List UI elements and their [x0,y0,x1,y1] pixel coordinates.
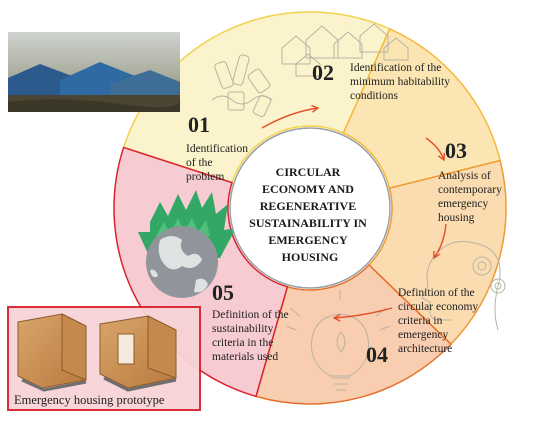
step-label-line: emergency [398,329,448,341]
ring-segment-02 [342,27,502,190]
step-number: 01 [188,112,210,137]
ring-segment-04 [255,263,453,405]
plastic-waste-sketch [211,54,273,118]
step-03: 03 Analysis of contemporary emergency ho… [438,138,506,224]
center-title: CIRCULAR ECONOMY AND REGENERATIVE SUSTAI… [249,163,371,264]
step-label-line: architecture [398,343,452,355]
center-circle [229,127,391,289]
center-title-line: CIRCULAR [276,165,341,179]
step-label-line: emergency [438,198,488,210]
step-number: 02 [312,60,334,85]
step-label-line: Definition of the [212,309,289,321]
flow-arrows [261,104,447,322]
arrow-01-02 [261,107,319,129]
step-label: Definition of the circular economy crite… [398,283,482,355]
step-label-line: circular economy [398,301,478,313]
step-label-line: Identification [186,143,248,155]
arrow-03-04 [433,223,447,259]
step-label: Definition of the sustainability criteri… [212,305,293,363]
step-label: Analysis of contemporary emergency housi… [438,166,506,224]
step-label-line: contemporary [438,184,502,196]
lightbulb-sketch [285,290,391,391]
step-label: Identification of the minimum habitabili… [350,58,454,102]
center-title-line: ECONOMY AND [262,182,354,196]
step-04: 04 Definition of the circular economy cr… [366,283,482,367]
arrow-head [433,250,441,260]
step-label-line: minimum habitability [350,76,450,88]
step-label-line: criteria in the [212,337,273,349]
step-label-line: housing [438,212,475,224]
arrow-head [311,104,320,113]
earth-globe-icon [146,226,218,298]
step-01: 01 Identification of the problem [186,112,252,183]
arrow-head [332,313,341,322]
step-label-line: Definition of the [398,287,475,299]
step-label-line: conditions [350,90,398,102]
arrow-02-03 [425,137,445,161]
center-title-line: SUSTAINABILITY IN [249,216,367,230]
prototype-caption: Emergency housing prototype [14,393,165,407]
step-number: 05 [212,280,234,305]
center-title-line: EMERGENCY [268,233,348,247]
step-05: 05 Definition of the sustainability crit… [212,280,293,363]
step-label: Identification of the problem [186,139,252,183]
tents-photo [8,32,180,112]
step-number: 04 [366,342,388,367]
head-gears-sketch [421,241,506,331]
step-label-line: Identification of the [350,62,441,74]
step-label-line: materials used [212,351,278,363]
step-label-line: of the [186,157,213,169]
step-label-line: problem [186,171,224,183]
step-label-line: sustainability [212,323,274,335]
step-number: 03 [445,138,467,163]
step-label-line: criteria in [398,315,443,327]
arrow-04-05 [333,307,393,319]
houses-sketch [281,23,409,77]
step-label-line: Analysis of [438,170,491,182]
step-02: 02 Identification of the minimum habitab… [312,58,454,102]
timber-cabin-photo [17,313,177,392]
center-title-line: HOUSING [282,250,339,264]
center-title-line: REGENERATIVE [260,199,356,213]
arrow-head [437,152,446,162]
